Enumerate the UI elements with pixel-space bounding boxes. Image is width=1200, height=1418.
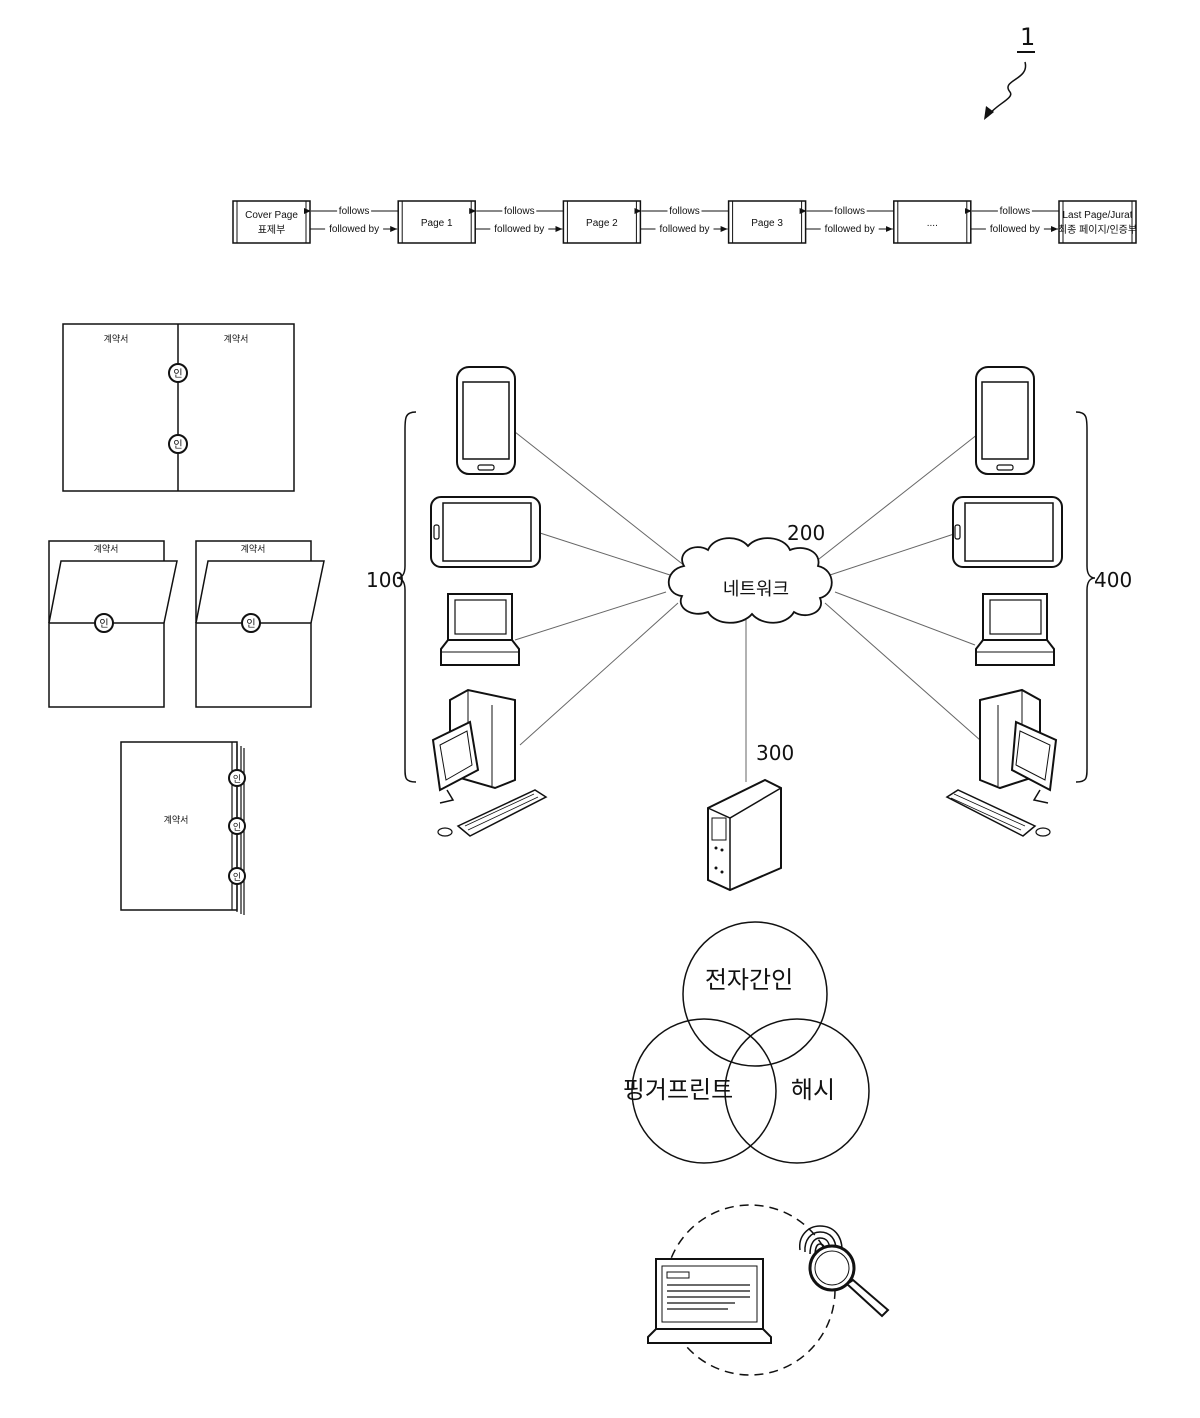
venn-label-right: 해시 — [791, 1076, 835, 1104]
chain-box: Page 2 — [563, 201, 640, 243]
seal-icon: 인 — [229, 868, 245, 884]
folded-page-front — [49, 623, 164, 707]
laptop-icon — [648, 1259, 771, 1343]
folded-page-front — [196, 623, 311, 707]
follows-label: follows — [669, 206, 700, 217]
page-chain: Cover Page 표제부 follows followed by Page 1 fol… — [233, 201, 1137, 243]
document-open-spread: 계약서 계약서 인 인 — [63, 324, 294, 491]
folded-page-flap — [49, 561, 177, 623]
network-cloud: 네트워크 200 — [669, 521, 832, 623]
document-label: 계약서 — [224, 333, 249, 345]
followed-by-label: followed by — [825, 224, 875, 235]
chain-box-label: Page 3 — [751, 218, 783, 229]
venn-label-top: 전자간인 — [705, 966, 793, 994]
venn-diagram: 전자간인 핑거프린트 해시 — [623, 922, 869, 1163]
network-ref: 200 — [787, 521, 825, 545]
chain-link: follows followed by — [971, 204, 1059, 235]
seal-char: 인 — [173, 368, 182, 380]
figure-reference-arrowhead — [984, 106, 994, 120]
left-group-brace: 100 — [366, 412, 416, 782]
chain-box-sublabel: 최종 페이지/인증부 — [1058, 224, 1137, 236]
seal-icon: 인 — [242, 614, 260, 632]
venn-circle-top — [683, 922, 827, 1066]
follows-label: follows — [834, 206, 865, 217]
follows-label: follows — [1000, 206, 1031, 217]
figure-reference-number: 1 — [1020, 23, 1035, 51]
chain-box: .... — [894, 201, 971, 243]
chain-link: follows followed by — [640, 204, 728, 235]
followed-by-label: followed by — [329, 224, 379, 235]
seal-char: 인 — [246, 618, 255, 630]
seal-char: 인 — [233, 822, 241, 833]
magnifying-glass-icon — [810, 1246, 888, 1316]
chain-link: follows followed by — [475, 204, 563, 235]
chain-box: Page 1 — [398, 201, 475, 243]
document-bound-booklet: 계약서 인 인 인 — [121, 742, 245, 915]
figure-reference-leader — [988, 62, 1026, 116]
followed-by-label: followed by — [990, 224, 1040, 235]
document-label: 계약서 — [164, 814, 189, 826]
chain-link: follows followed by — [806, 204, 894, 235]
venn-label-left: 핑거프린트 — [623, 1076, 733, 1104]
chain-box-label: Page 2 — [586, 218, 618, 229]
follows-label: follows — [504, 206, 535, 217]
document-folded-2: 계약서 인 — [196, 541, 324, 707]
seal-char: 인 — [233, 774, 241, 785]
seal-icon: 인 — [169, 435, 187, 453]
followed-by-label: followed by — [494, 224, 544, 235]
tablet-icon — [953, 497, 1062, 567]
figure-reference: 1 — [984, 23, 1035, 120]
seal-icon: 인 — [229, 770, 245, 786]
seal-icon: 인 — [169, 364, 187, 382]
document-examples: 계약서 계약서 인 인 계약서 인 — [49, 324, 324, 915]
server-icon: 300 — [708, 741, 794, 890]
seal-char: 인 — [233, 872, 241, 883]
seal-char: 인 — [99, 618, 108, 630]
right-group-ref: 400 — [1094, 568, 1132, 592]
seal-icon: 인 — [229, 818, 245, 834]
chain-box-label: Last Page/Jurat — [1062, 210, 1132, 221]
document-label: 계약서 — [94, 543, 119, 555]
folded-page-flap — [196, 561, 324, 623]
desktop-computer-icon — [947, 690, 1056, 836]
chain-box-label: .... — [927, 218, 938, 229]
smartphone-icon — [976, 367, 1034, 474]
seal-icon: 인 — [95, 614, 113, 632]
laptop-icon — [441, 594, 519, 665]
chain-box-sublabel: 표제부 — [258, 224, 286, 236]
document-label: 계약서 — [104, 333, 129, 345]
followed-by-label: followed by — [659, 224, 709, 235]
follows-label: follows — [339, 206, 370, 217]
desktop-computer-icon — [433, 690, 546, 836]
right-group-brace: 400 — [1076, 412, 1132, 782]
chain-box: Page 3 — [729, 201, 806, 243]
chain-box-label: Page 1 — [421, 218, 453, 229]
chain-link: follows followed by — [310, 204, 398, 235]
chain-box: Cover Page 표제부 — [233, 201, 310, 243]
left-group-ref: 100 — [366, 568, 404, 592]
verification-illustration — [648, 1205, 888, 1375]
chain-box: Last Page/Jurat 최종 페이지/인증부 — [1058, 201, 1137, 243]
server-ref: 300 — [756, 741, 794, 765]
seal-char: 인 — [173, 439, 182, 451]
chain-box-label: Cover Page — [245, 210, 298, 221]
smartphone-icon — [457, 367, 515, 474]
tablet-icon — [431, 497, 540, 567]
document-folded-1: 계약서 인 — [49, 541, 177, 707]
booklet-page — [121, 742, 237, 910]
document-label: 계약서 — [241, 543, 266, 555]
laptop-icon — [976, 594, 1054, 665]
network-label: 네트워크 — [723, 579, 789, 600]
